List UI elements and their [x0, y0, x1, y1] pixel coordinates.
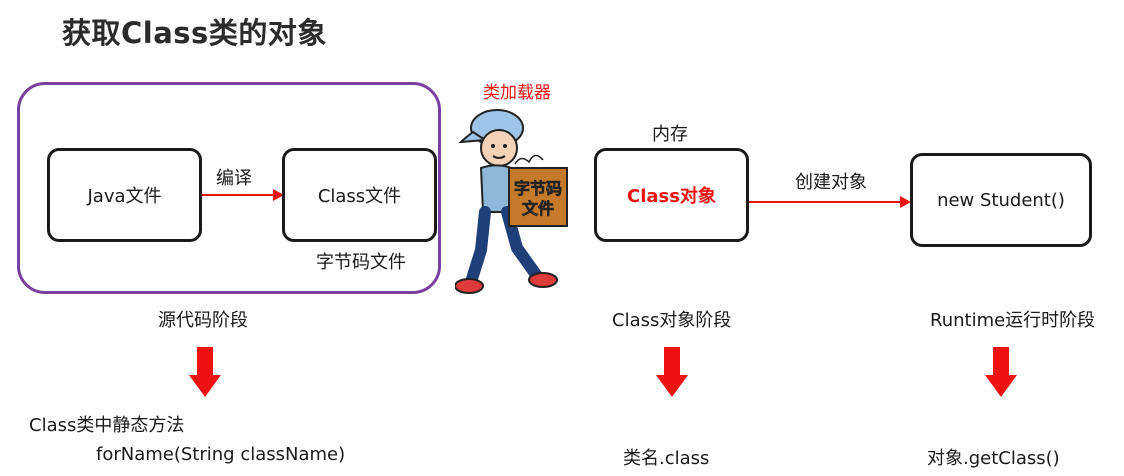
bytecode-box-line2: 文件	[522, 199, 554, 218]
class-loader-label: 类加载器	[483, 83, 551, 103]
java-file-box: Java文件	[47, 148, 202, 242]
runtime-down-arrow-icon	[985, 347, 1017, 397]
static-method-heading: Class类中静态方法	[29, 415, 185, 436]
class-object-label: Class对象	[627, 186, 716, 207]
class-object-box: Class对象	[594, 148, 749, 242]
get-class-method: 对象.getClass()	[927, 448, 1060, 469]
class-literal-method: 类名.class	[623, 448, 710, 469]
source-down-arrow-icon	[189, 347, 221, 397]
class-file-box: Class文件	[282, 148, 437, 242]
compile-arrow-line	[202, 194, 275, 196]
create-object-arrow-line	[749, 201, 902, 203]
class-loader-figure: 字节码 文件	[455, 109, 568, 294]
create-object-label: 创建对象	[795, 172, 867, 193]
class-object-stage-label: Class对象阶段	[612, 310, 732, 331]
bytecode-file-label: 字节码文件	[316, 252, 406, 273]
java-file-label: Java文件	[87, 186, 162, 207]
class-file-label: Class文件	[317, 186, 402, 207]
page-title: 获取Class类的对象	[62, 16, 327, 50]
compile-arrow-head	[273, 189, 284, 201]
create-object-arrow-head	[900, 196, 911, 208]
new-student-label: new Student()	[937, 189, 1065, 211]
memory-label: 内存	[652, 124, 688, 145]
source-stage-label: 源代码阶段	[158, 310, 248, 331]
for-name-method: forName(String className)	[96, 444, 346, 465]
source-stage-group	[17, 82, 441, 294]
bytecode-box-line1: 字节码	[514, 179, 562, 198]
class-down-arrow-icon	[656, 347, 688, 397]
compile-label: 编译	[216, 168, 252, 189]
runtime-stage-label: Runtime运行时阶段	[930, 310, 1096, 331]
new-student-box: new Student()	[910, 153, 1092, 247]
